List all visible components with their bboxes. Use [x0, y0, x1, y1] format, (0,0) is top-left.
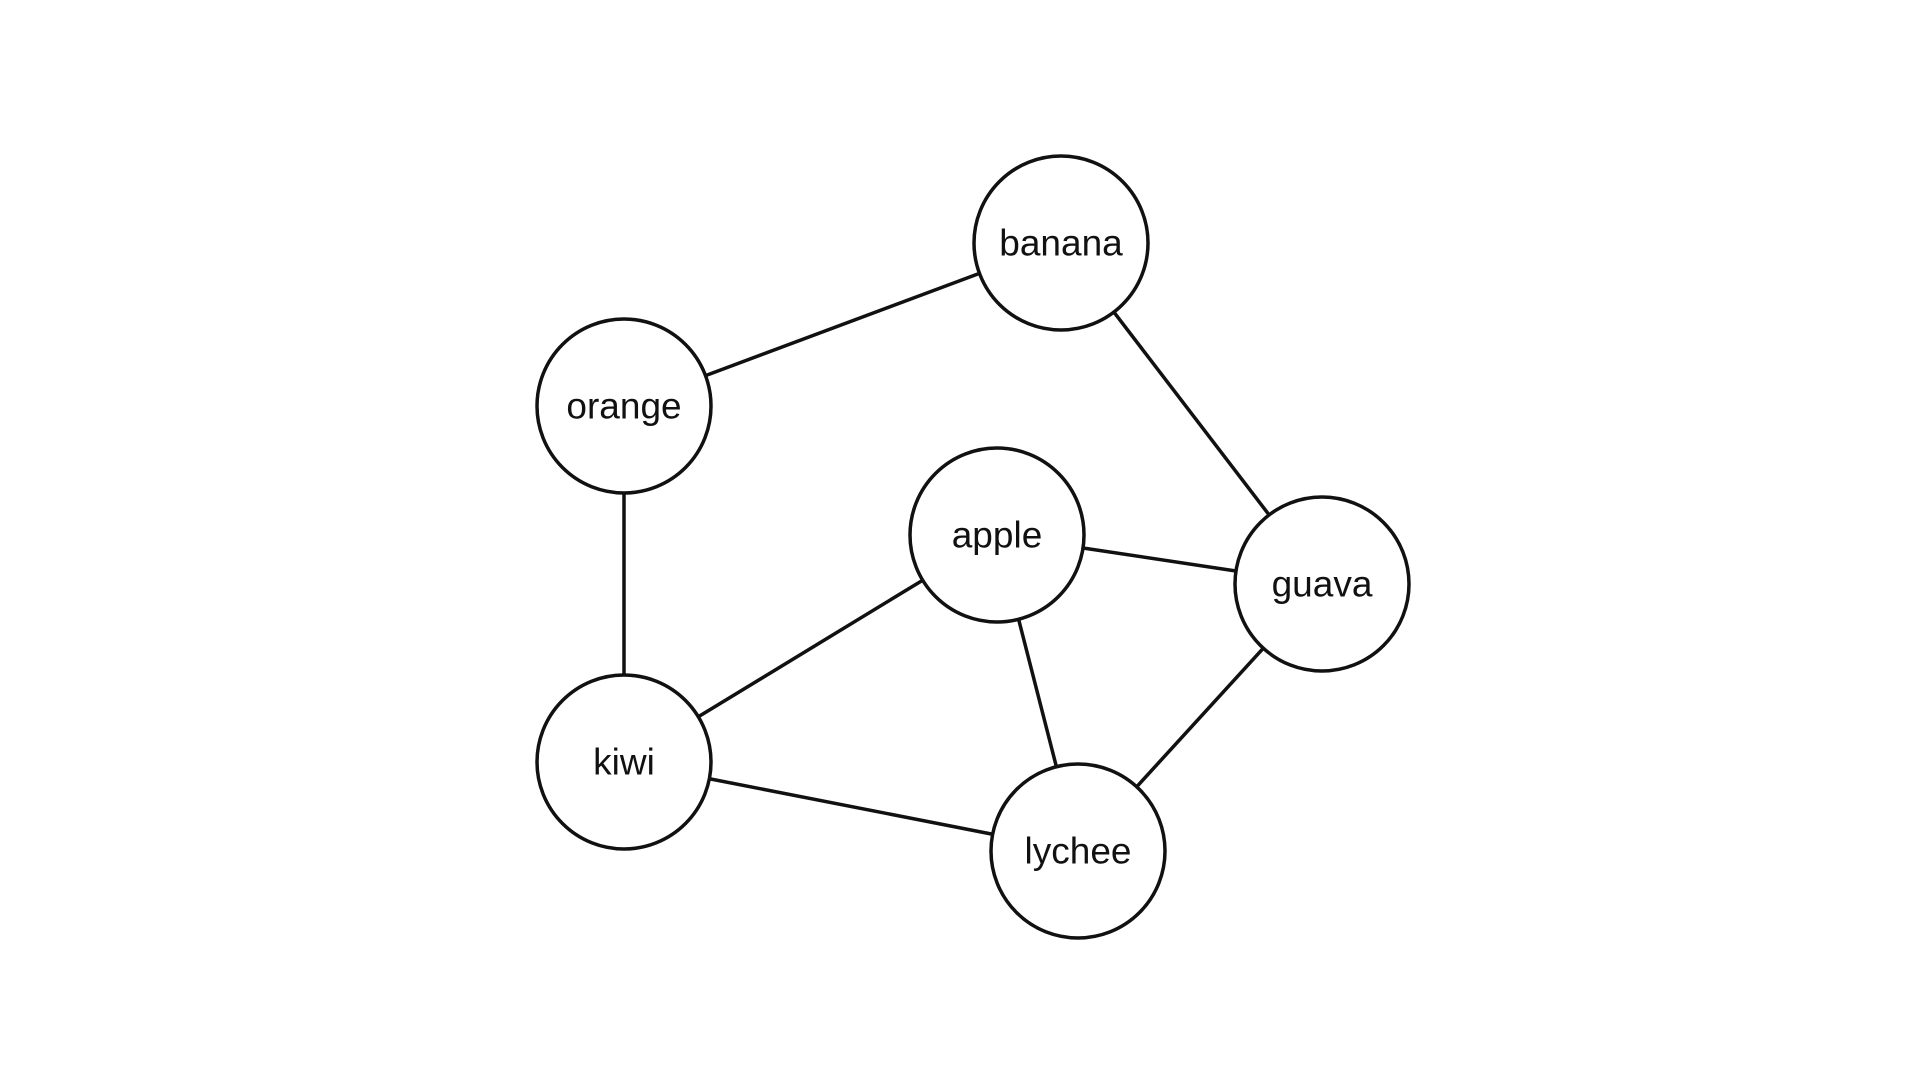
edges-layer	[622, 271, 1271, 836]
edge-kiwi-lychee	[709, 777, 993, 836]
node-label-banana: banana	[999, 223, 1123, 264]
node-banana: banana	[972, 154, 1150, 332]
node-circle-orange	[535, 317, 713, 495]
edge-banana-guava	[1112, 311, 1271, 516]
node-apple: apple	[908, 446, 1086, 624]
edge-apple-kiwi	[697, 578, 924, 719]
node-label-apple: apple	[952, 515, 1043, 556]
node-label-orange: orange	[566, 386, 681, 427]
node-kiwi: kiwi	[535, 673, 713, 851]
nodes-layer: banana orange apple guava kiwi lychee	[535, 154, 1411, 940]
node-label-kiwi: kiwi	[593, 742, 655, 783]
node-label-lychee: lychee	[1025, 831, 1132, 872]
edge-apple-lychee	[1016, 618, 1059, 768]
node-circle-lychee	[989, 762, 1167, 940]
node-orange: orange	[535, 317, 713, 495]
node-label-guava: guava	[1272, 564, 1373, 605]
node-circle-guava	[1233, 495, 1411, 673]
node-lychee: lychee	[989, 762, 1167, 940]
edge-banana-orange	[704, 271, 981, 378]
edge-guava-lychee	[1135, 647, 1265, 788]
node-circle-kiwi	[535, 673, 713, 851]
edge-apple-guava	[1082, 546, 1237, 573]
node-circle-apple	[908, 446, 1086, 624]
node-guava: guava	[1233, 495, 1411, 673]
node-circle-banana	[972, 154, 1150, 332]
